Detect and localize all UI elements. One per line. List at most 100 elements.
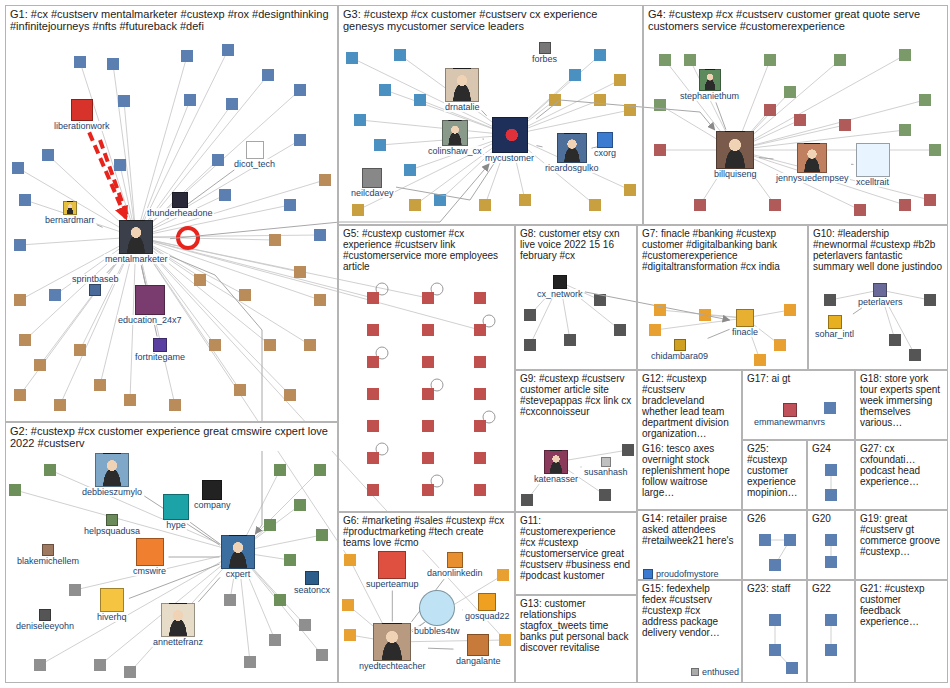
vertex: fortnitegame [134, 338, 186, 362]
vertex: deniseleeyohn [15, 609, 75, 631]
group-panel: G17: ai gtemmanewmanvrs [742, 370, 855, 440]
group-heading: G13: customer relationships stagfox_twee… [516, 596, 636, 655]
connector [97, 225, 103, 228]
connector [759, 158, 774, 160]
vertex-label: forbes [531, 54, 558, 64]
vertex-label: dangalante [455, 656, 502, 666]
avatar-icon [674, 339, 686, 351]
vertex: colinshaw_cx [427, 120, 483, 156]
vertex: education_24x7 [117, 285, 183, 325]
vertex-label: liberationwork [53, 121, 111, 131]
connector [853, 308, 862, 314]
group-panel: G1: #cx #custserv mentalmarketer #custex… [5, 5, 338, 422]
group-panel: G22 [807, 580, 855, 683]
connector [190, 522, 220, 544]
vertex-label: dicot_tech [233, 159, 276, 169]
vertex-label: mentalmarketer [104, 254, 169, 264]
vertex-label: thunderheadone [146, 208, 214, 218]
vertex-icons [660, 55, 935, 150]
minor-vertices [15, 50, 935, 672]
avatar-icon [119, 220, 153, 254]
group-heading: G25: #custexp customer experience mopini… [743, 441, 806, 500]
connector [483, 139, 485, 140]
group-heading: G7: finacle #banking #custexp customer #… [638, 226, 807, 274]
vertex: proudofmystore [643, 569, 720, 579]
vertex: emmanewmanvrs [753, 403, 826, 427]
group-heading: G26 [743, 511, 806, 526]
group-panel: G24 [807, 440, 855, 510]
vertex-label: mycustomer [484, 153, 535, 163]
vertex-label: fortnitegame [134, 352, 186, 362]
vertex-label: chidambara09 [650, 351, 709, 361]
avatar-icon [856, 143, 890, 177]
group-panel: G15: fedexhelp fedex #custserv #custexp … [637, 580, 742, 683]
group-heading: G12: #custexp #custserv bradcleveland wh… [638, 371, 741, 441]
avatar-icon [135, 285, 165, 315]
group-panel: G19: great #custserv gt commerce groove … [855, 510, 948, 580]
avatar-icon [699, 69, 721, 91]
vertex-label: hiverhq [96, 612, 128, 622]
vertex: finacle [731, 309, 759, 337]
vertex-label: cmswire [132, 566, 167, 576]
avatar-icon [106, 514, 118, 526]
avatar-icon [557, 133, 587, 163]
minor-edges [15, 50, 935, 672]
avatar-icon [42, 544, 54, 556]
avatar-icon [467, 634, 489, 656]
vertex: company [193, 480, 232, 510]
vertex-icons [348, 310, 790, 640]
group-panel: G8: customer etsy cxn live voice 2022 15… [515, 225, 637, 370]
vertex: drnatalie [444, 68, 481, 112]
vertex-label: jennysuedempsey [775, 173, 850, 183]
group-heading: G22 [808, 581, 854, 596]
group-heading: G11: #customerexperience #cx #custexp #c… [516, 513, 636, 583]
avatar-icon [163, 494, 189, 520]
group-heading: G27: cx cxfoundati… podcast head experie… [856, 441, 947, 489]
vertex: neilcdavey [350, 168, 395, 198]
connector [392, 591, 393, 622]
avatar-icon [442, 120, 468, 146]
vertex: cx_network [536, 275, 584, 299]
vertex: enthused [691, 667, 740, 677]
vertex: helpsquadusa [83, 514, 141, 536]
vertex-icons [358, 80, 630, 210]
vertex: sohar_intl [814, 315, 855, 339]
avatar-icon [378, 551, 406, 579]
vertex-label: cxorg [593, 148, 617, 158]
group-panel: G5: #custexp customer #cx experience #cu… [338, 225, 515, 512]
avatar-icon [39, 609, 51, 621]
avatar-icon [597, 132, 613, 148]
avatar-icon [202, 480, 222, 500]
avatar-icon [305, 571, 319, 585]
vertex: susanhash [583, 457, 629, 477]
avatar-icon [445, 68, 479, 102]
avatar-icon [691, 668, 699, 676]
avatar-icon [492, 117, 528, 153]
avatar-icon [643, 569, 653, 579]
connector [89, 132, 126, 218]
vertex: gosquad22 [464, 593, 511, 621]
vertex: jennysuedempsey [775, 143, 850, 183]
group-heading: G24 [808, 441, 854, 456]
edge-bundle [660, 55, 935, 210]
connector [581, 467, 582, 468]
vertex-label: enthused [701, 667, 740, 677]
connector [129, 564, 220, 599]
group-heading: G6: #marketing #sales #custexp #cx #prod… [339, 513, 514, 550]
vertex-label: cx_network [536, 289, 584, 299]
avatar-icon [153, 338, 167, 352]
vertex: blakemichellem [16, 544, 80, 566]
vertex-label: blakemichellem [16, 556, 80, 566]
avatar-icon [100, 588, 124, 612]
vertex: cxorg [593, 132, 617, 158]
group-heading: G21: #custexp customer feedback experien… [856, 581, 947, 629]
vertex-label: proudofmystore [655, 569, 720, 579]
avatar-icon [539, 42, 551, 54]
group-heading: G5: #custexp customer #cx experience #cu… [339, 226, 514, 274]
avatar-icon [373, 623, 411, 661]
group-panel: G25: #custexp customer experience mopini… [742, 440, 807, 510]
group-panel: G14: retailer praise asked attendees #re… [637, 510, 742, 580]
vertex: annettefranz [152, 603, 204, 647]
vertex-label: susanhash [583, 467, 629, 477]
